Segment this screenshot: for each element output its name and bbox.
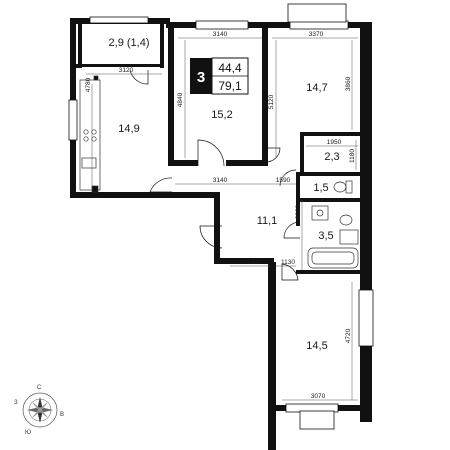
dim-3070: 3070 <box>311 393 326 400</box>
kitchen-area: 14,9 <box>118 123 139 135</box>
compass-west: З <box>14 400 18 406</box>
balcony-area: 2,9 (1,4) <box>109 37 150 49</box>
dim-3140-top: 3140 <box>213 31 228 38</box>
dim-1130: 1130 <box>281 259 295 266</box>
dimension-lines <box>86 37 358 401</box>
hall-area: 11,1 <box>257 215 278 227</box>
bathroom-area: 3,5 <box>318 230 333 242</box>
room-labels: 2,9 (1,4) 14,9 15,2 14,7 2,3 1,5 11,1 3,… <box>109 37 340 352</box>
dim-4840: 4840 <box>177 92 184 107</box>
living-area-value: 44,4 <box>218 61 242 75</box>
dim-5120: 5120 <box>268 94 275 109</box>
dim-3140-mid: 3140 <box>213 177 228 184</box>
compass-south: Ю <box>25 430 31 436</box>
compass-rose-icon: С В Ю З <box>14 385 64 436</box>
bedroom-bottom-area: 14,5 <box>306 340 327 352</box>
dimension-labels: 3140 3370 3120 4780 4840 5120 3860 1950 … <box>85 31 356 400</box>
wc-area: 1,5 <box>313 182 328 194</box>
kitchen-fixtures <box>79 75 101 193</box>
bedroom-center-area: 15,2 <box>211 109 232 121</box>
dim-1950: 1950 <box>327 139 342 146</box>
dim-1330: 1330 <box>247 259 262 266</box>
compass-north: С <box>37 385 42 391</box>
apartment-badge: 3 44,4 79,1 <box>190 57 249 95</box>
compass-east: В <box>60 412 64 418</box>
total-area-value: 79,1 <box>218 79 242 93</box>
bedroom-top-right-area: 14,7 <box>306 82 327 94</box>
rooms-count-box <box>190 58 212 94</box>
dim-3120: 3120 <box>119 67 134 74</box>
dim-3860: 3860 <box>345 76 352 91</box>
storage-area: 2,3 <box>324 151 339 163</box>
rooms-count: 3 <box>197 69 205 86</box>
dim-4780: 4780 <box>85 77 92 92</box>
dim-3370: 3370 <box>309 31 324 38</box>
windows <box>68 3 374 430</box>
doors <box>129 69 301 281</box>
dim-1180: 1180 <box>349 149 356 163</box>
dim-3380: 3380 <box>295 204 302 219</box>
dim-1590: 1590 <box>276 177 291 184</box>
bath-fixtures <box>307 180 359 269</box>
dim-4720: 4720 <box>345 328 352 343</box>
